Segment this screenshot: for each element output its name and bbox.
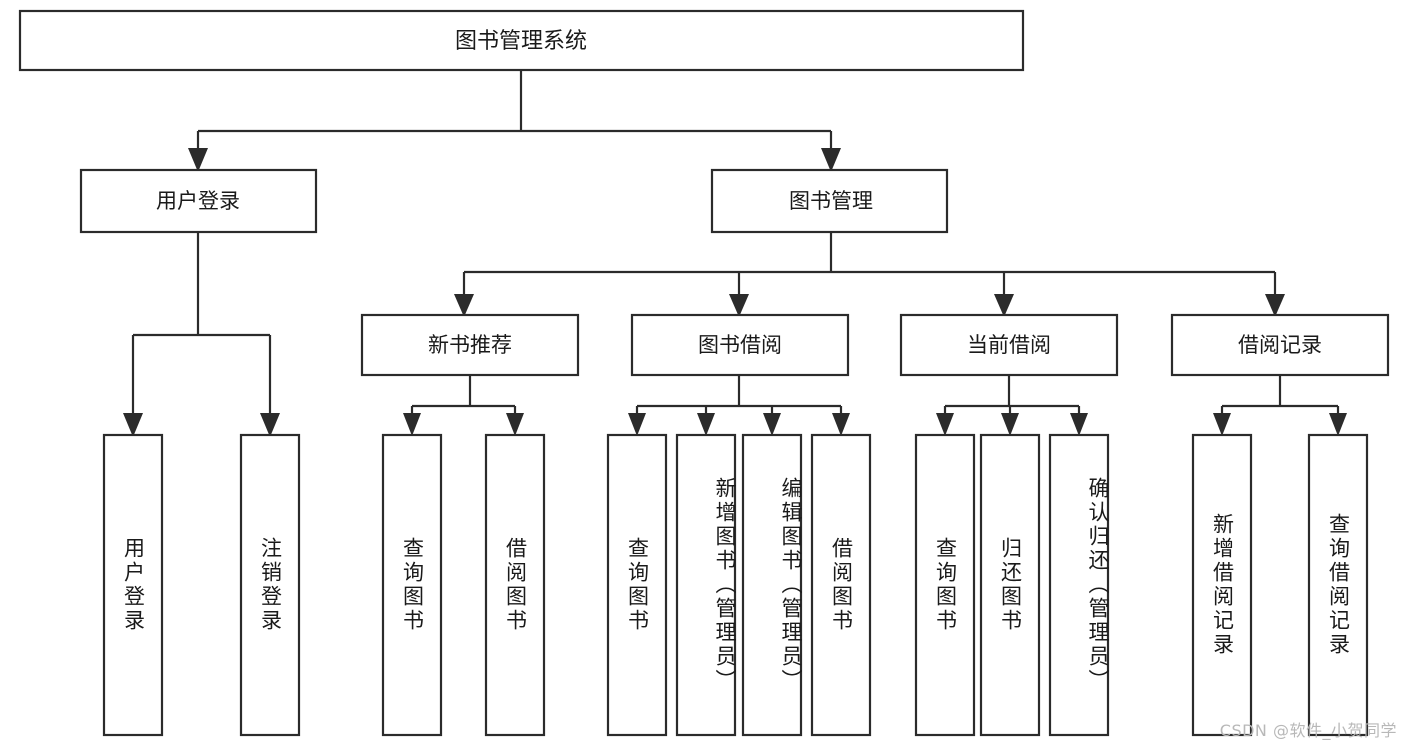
node-current-borrow[interactable] (899, 313, 1119, 377)
arrowhead-group (123, 148, 1347, 437)
arrow-icon-to-leaf-query-record (1329, 413, 1347, 436)
node-leaf-return-book[interactable] (979, 433, 1041, 737)
node-box-group (18, 9, 1390, 737)
label-book-manage: 图书管理 (789, 189, 873, 213)
arrow-icon-to-leaf-add-record (1213, 413, 1231, 436)
node-book-borrow[interactable] (630, 313, 850, 377)
label-new-book-rec: 新书推荐 (428, 333, 512, 357)
node-user-login[interactable] (79, 168, 318, 234)
node-leaf-query-book-1[interactable] (381, 433, 443, 737)
label-book-borrow: 图书借阅 (698, 333, 782, 357)
arrow-icon-to-borrow-record (1265, 294, 1285, 317)
node-leaf-confirm-return[interactable] (1048, 433, 1110, 737)
arrow-icon-to-leaf-borrow-book-2 (832, 413, 850, 436)
arrow-icon-to-leaf-query-book-2 (628, 413, 646, 436)
node-leaf-borrow-book-1[interactable] (484, 433, 546, 737)
node-borrow-record[interactable] (1170, 313, 1390, 377)
arrow-icon-to-user-login (188, 148, 208, 172)
node-leaf-add-record[interactable] (1191, 433, 1253, 737)
label-user-login: 用户登录 (156, 189, 240, 213)
node-label-group: 图书管理系统 用户登录 图书管理 新书推荐 图书借阅 当前借阅 借阅记录 (156, 29, 1322, 357)
node-leaf-borrow-book-2[interactable] (810, 433, 872, 737)
node-leaf-query-book-2[interactable] (606, 433, 668, 737)
arrow-icon-to-leaf-return-book (1001, 413, 1019, 436)
watermark-text: CSDN @软件_小贺同学 (1219, 721, 1397, 740)
label-borrow-record: 借阅记录 (1238, 333, 1322, 357)
arrow-icon-to-current-borrow (994, 294, 1014, 317)
node-root[interactable] (18, 9, 1025, 72)
arrow-icon-to-leaf-add-book (697, 413, 715, 436)
arrow-icon-to-leaf-query-book-3 (936, 413, 954, 436)
arrow-icon-to-leaf-logout (260, 413, 280, 437)
label-current-borrow: 当前借阅 (967, 333, 1051, 357)
arrow-icon-to-book-manage (821, 148, 841, 172)
arrow-icon-to-leaf-edit-book (763, 413, 781, 436)
arrow-icon-to-leaf-query-book-1 (403, 413, 421, 436)
arrow-icon-to-book-borrow (729, 294, 749, 317)
node-leaf-user-login[interactable] (102, 433, 164, 737)
arrow-icon-to-leaf-user-login (123, 413, 143, 437)
arrow-icon-to-leaf-borrow-book-1 (506, 413, 524, 436)
node-leaf-query-book-3[interactable] (914, 433, 976, 737)
arrow-icon-to-new-book-rec (454, 294, 474, 317)
node-book-manage[interactable] (710, 168, 949, 234)
node-leaf-logout[interactable] (239, 433, 301, 737)
node-leaf-edit-book[interactable] (741, 433, 803, 737)
node-leaf-query-record[interactable] (1307, 433, 1369, 737)
label-root: 图书管理系统 (455, 29, 587, 54)
node-leaf-add-book[interactable] (675, 433, 737, 737)
arrow-icon-to-leaf-confirm-return (1070, 413, 1088, 436)
node-new-book-rec[interactable] (360, 313, 580, 377)
